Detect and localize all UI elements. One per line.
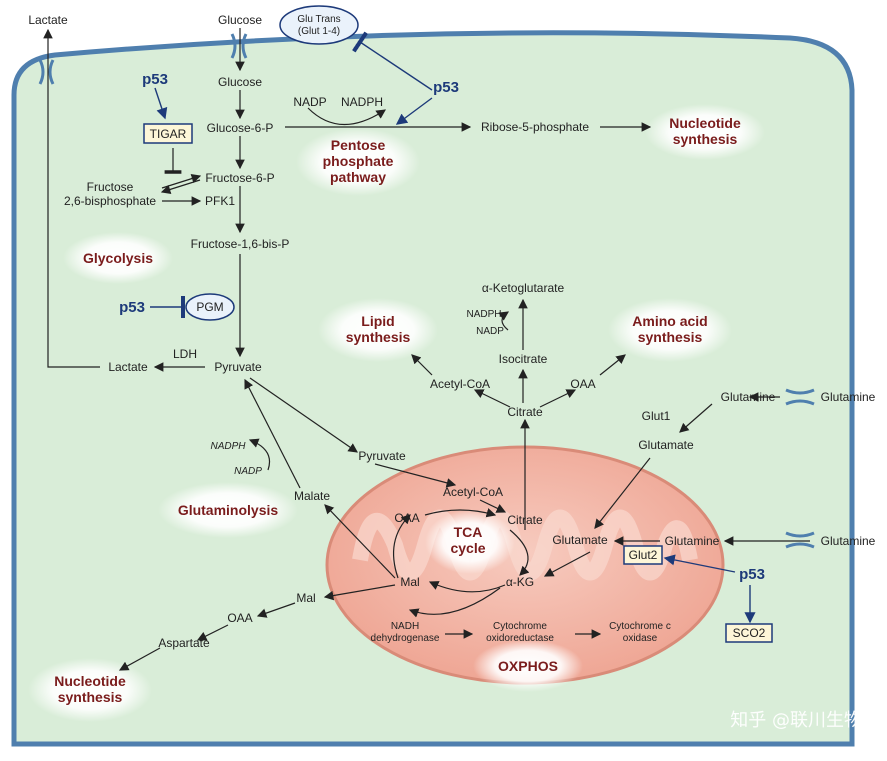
glutamine-out2-label: Glutamine bbox=[821, 534, 876, 548]
ppp-label-1: Pentose bbox=[331, 137, 386, 153]
process-labels: Nucleotide synthesis Pentose phosphate p… bbox=[54, 115, 741, 705]
membrane-channel-glutamine-2 bbox=[785, 531, 815, 549]
nadh-dh-label-2: dehydrogenase bbox=[371, 633, 440, 644]
pgm-label: PGM bbox=[196, 300, 223, 314]
nucleotide-bottom-label-1: Nucleotide bbox=[54, 673, 126, 689]
acetyl-coa-mito-label: Acetyl-CoA bbox=[443, 485, 503, 499]
glucose-in-label: Glucose bbox=[218, 75, 262, 89]
sco2-box bbox=[725, 623, 773, 643]
p53-regulation-arrows bbox=[150, 31, 756, 624]
ppp-label-2: phosphate bbox=[323, 153, 394, 169]
pyruvate-label: Pyruvate bbox=[214, 360, 262, 374]
nucleotide-top-label-1: Nucleotide bbox=[669, 115, 741, 131]
watermark: 知乎 @联川生物 bbox=[730, 710, 862, 731]
aspartate-label: Aspartate bbox=[158, 636, 210, 650]
fructose-16-label: Fructose-1,6-bis-P bbox=[191, 237, 290, 251]
mal-mito-label: Mal bbox=[400, 575, 419, 589]
amino-label-1: Amino acid bbox=[632, 313, 707, 329]
alpha-kg-mito-label: α-KG bbox=[506, 575, 534, 589]
nadph-italic-label: NADPH bbox=[210, 441, 246, 452]
fructose-26-label-1: Fructose bbox=[87, 180, 134, 194]
glu-trans-label-1: Glu Trans bbox=[297, 14, 340, 25]
ribose-5-p-label: Ribose-5-phosphate bbox=[481, 120, 589, 134]
lipid-label-1: Lipid bbox=[361, 313, 394, 329]
acetyl-coa-label: Acetyl-CoA bbox=[430, 377, 490, 391]
sco2-label: SCO2 bbox=[733, 626, 766, 640]
p53-right-label: p53 bbox=[739, 566, 765, 583]
pgm-oval bbox=[185, 293, 235, 321]
glucose-out-label: Glucose bbox=[218, 13, 262, 27]
fructose-6-p-label: Fructose-6-P bbox=[205, 171, 274, 185]
tigar-box bbox=[143, 123, 193, 144]
tigar-label: TIGAR bbox=[150, 127, 187, 141]
glow-backgrounds bbox=[28, 104, 765, 722]
citrate-label: Citrate bbox=[507, 405, 543, 419]
glutamine-right-label: Glutamine bbox=[721, 390, 776, 404]
tca-label-2: cycle bbox=[450, 540, 485, 556]
glutamate-label: Glutamate bbox=[638, 438, 694, 452]
glu-trans-label-2: (Glut 1-4) bbox=[298, 26, 340, 37]
amino-label-2: synthesis bbox=[638, 329, 703, 345]
nadp-italic-label: NADP bbox=[234, 466, 262, 477]
nadh-dh-label-1: NADH bbox=[391, 621, 419, 632]
p53-top-label: p53 bbox=[433, 79, 459, 96]
glutamine-out1-label: Glutamine bbox=[821, 390, 876, 404]
glucose-6-p-label: Glucose-6-P bbox=[207, 121, 274, 135]
pathway-arrows bbox=[43, 28, 810, 671]
glut2-label: Glut2 bbox=[629, 548, 658, 562]
pyruvate-mito-label: Pyruvate bbox=[358, 449, 406, 463]
nucleotide-bottom-label-2: synthesis bbox=[58, 689, 123, 705]
nadp-label: NADP bbox=[293, 95, 326, 109]
lactate-out-label: Lactate bbox=[28, 13, 68, 27]
membrane-channel-glucose bbox=[230, 33, 248, 59]
glut1-label: Glut1 bbox=[642, 409, 671, 423]
glutamate-mito-label: Glutamate bbox=[552, 533, 608, 547]
ppp-label-3: pathway bbox=[330, 169, 386, 185]
p53-tigar-label: p53 bbox=[142, 71, 168, 88]
metabolite-labels: Lactate Glucose Glucose Glucose-6-P NADP… bbox=[28, 13, 875, 650]
lipid-label-2: synthesis bbox=[346, 329, 411, 345]
nadp-small-label: NADP bbox=[476, 326, 504, 337]
pfk1-label: PFK1 bbox=[205, 194, 235, 208]
cyto-c-label-2: oxidase bbox=[623, 633, 658, 644]
oxphos-label: OXPHOS bbox=[498, 658, 558, 674]
cyto-ox-label-1: Cytochrome bbox=[493, 621, 547, 632]
oaa-mito-label: OAA bbox=[394, 511, 419, 525]
oaa-cyto-label: OAA bbox=[227, 611, 252, 625]
ldh-label: LDH bbox=[173, 347, 197, 361]
fructose-26-label-2: 2,6-bisphosphate bbox=[64, 194, 156, 208]
nucleotide-top-label-2: synthesis bbox=[673, 131, 738, 147]
glu-trans-oval bbox=[279, 5, 359, 45]
glut2-box bbox=[623, 545, 663, 565]
glutaminolysis-label: Glutaminolysis bbox=[178, 502, 279, 518]
isocitrate-label: Isocitrate bbox=[499, 352, 548, 366]
nadph-small-label: NADPH bbox=[466, 309, 501, 320]
glycolysis-label: Glycolysis bbox=[83, 250, 153, 266]
tca-label-1: TCA bbox=[454, 524, 483, 540]
p53-pgm-label: p53 bbox=[119, 299, 145, 316]
oaa-right-label: OAA bbox=[570, 377, 595, 391]
malate-label: Malate bbox=[294, 489, 330, 503]
membrane-channel-lactate bbox=[38, 59, 55, 85]
glutamine-mito-label: Glutamine bbox=[665, 534, 720, 548]
mal-cyto-label: Mal bbox=[296, 591, 315, 605]
citrate-mito-label: Citrate bbox=[507, 513, 543, 527]
lactate-in-label: Lactate bbox=[108, 360, 148, 374]
cyto-c-label-1: Cytochrome c bbox=[609, 621, 671, 632]
nadph-label: NADPH bbox=[341, 95, 383, 109]
membrane-channel-glutamine-1 bbox=[785, 388, 815, 406]
cyto-ox-label-2: oxidoreductase bbox=[486, 633, 554, 644]
alpha-kg-top-label: α-Ketoglutarate bbox=[482, 281, 565, 295]
regulator-labels: p53 p53 p53 p53 TIGAR PGM Glu Trans (Glu… bbox=[119, 14, 766, 640]
